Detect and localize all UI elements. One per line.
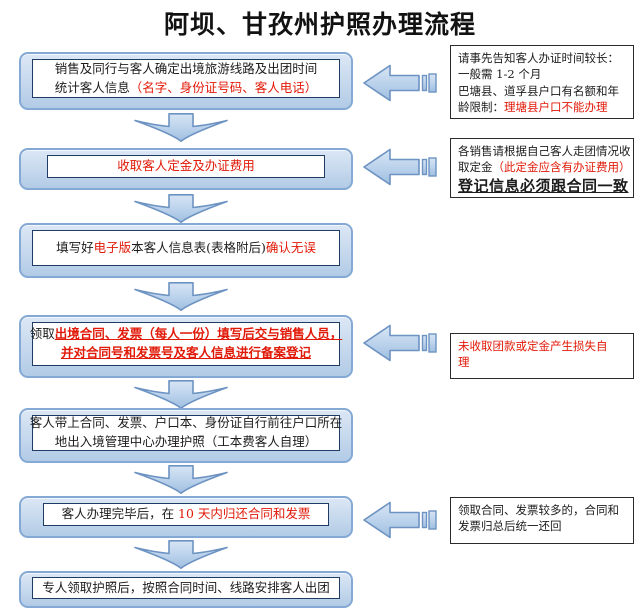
step-text-segment: 客人办理完毕后，在 [61, 506, 179, 522]
note-text-segment-red: 理塘县户口不能办理 [504, 99, 608, 114]
step-fill-form-inner: 填写好电子版本客人信息表(表格附后)确认无误 [32, 230, 340, 266]
left-arrow-icon [363, 324, 437, 362]
note-text-segment: 登记信息必须跟合同一致 [458, 176, 629, 195]
note-text-line: 取定金（此定金应含有办证费用） [458, 159, 631, 175]
note-text-segment: 各销售请根据自己客人走团情况收 [458, 144, 631, 158]
step-return-documents-inner: 客人办理完毕后，在 10 天内归还合同和发票 [43, 503, 329, 526]
left-arrow-icon [363, 64, 437, 102]
note-deposit-rule-box: 各销售请根据自己客人走团情况收 取定金（此定金应含有办证费用） 登记信息必须跟合… [450, 138, 634, 198]
note-text-line-emphasis: 登记信息必须跟合同一致 [458, 176, 629, 197]
step-text-segment-red: （名字、身份证号码、客人电话） [129, 79, 318, 95]
step-text-line: 客人办理完毕后，在 10 天内归还合同和发票 [62, 505, 311, 524]
note-text-line: 各销售请根据自己客人走团情况收 [458, 143, 631, 159]
step-text-line: 销售及同行与客人确定出境旅游线路及出团时间 [55, 60, 318, 79]
step-text-segment-red: 收取客人定金及办证费用 [117, 158, 255, 174]
down-arrow-icon [134, 113, 228, 142]
step-text-line: 客人带上合同、发票、户口本、身份证自行前往户口所在 [30, 414, 343, 433]
step-text-line: 专人领取护照后，按照合同时间、线路安排客人出团 [42, 579, 330, 598]
note-text-segment: 发票归总后统一还回 [458, 519, 562, 534]
note-text-line: 龄限制：理塘县户口不能办理 [458, 99, 626, 115]
note-return-batch-box: 领取合同、发票较多的，合同和 发票归总后统一还回 [450, 497, 634, 544]
note-text-segment: 龄限制： [458, 99, 504, 114]
step-text-segment-red: 10 天内归还合同和发票 [178, 506, 311, 522]
step-collect-deposit-inner: 收取客人定金及办证费用 [47, 155, 325, 178]
step-arrange-departure-inner: 专人领取护照后，按照合同时间、线路安排客人出团 [32, 577, 340, 599]
step-text-segment: 领取 [29, 326, 55, 342]
step-text-line: 并对合同号和发票号及客人信息进行备案登记 [61, 344, 311, 363]
step-text-segment-red: 并对合同号和发票号及客人信息进行备案登记 [60, 345, 311, 360]
step-text-segment-red: 确认无误 [265, 239, 316, 255]
note-text-line: 请事先告知客人办证时间较长： [458, 50, 626, 66]
step-confirm-route-inner: 销售及同行与客人确定出境旅游线路及出团时间 统计客人信息（名字、身份证号码、客人… [32, 59, 340, 98]
step-contract-invoice-box: 领取出境合同、发票（每人一份）填写后交与销售人员， 并对合同号和发票号及客人信息… [19, 315, 353, 378]
left-arrow-icon [363, 148, 437, 186]
note-text-line: 理 [458, 354, 626, 370]
note-text-segment: 巴塘县、道孚县户口有名额和年 [458, 83, 619, 98]
step-text-segment: 填写好 [56, 239, 94, 255]
step-text-line: 统计客人信息（名字、身份证号码、客人电话） [55, 79, 318, 98]
note-text-segment-red: 未收取团款或定金产生损失自 [458, 339, 608, 353]
note-text-segment: 请事先告知客人办证时间较长： [458, 51, 619, 65]
step-text-segment: 专人领取护照后，按照合同时间、线路安排客人出团 [42, 579, 330, 595]
step-apply-passport-box: 客人带上合同、发票、户口本、身份证自行前往户口所在 地出入境管理中心办理护照（工… [19, 408, 353, 463]
down-arrow-icon [134, 194, 228, 223]
step-text-segment: 本客人信息表(表格附后) [131, 239, 266, 255]
step-text-segment: 销售及同行与客人确定出境旅游线路及出团时间 [54, 60, 318, 76]
down-arrow-icon [134, 282, 228, 311]
step-text-segment: 统计客人信息 [54, 79, 130, 95]
note-text-line: 一般需 1-2 个月 [458, 66, 626, 82]
down-arrow-icon [134, 465, 228, 494]
step-text-segment-red: 出境合同、发票（每人一份）填写后交与销售人员， [54, 326, 343, 342]
step-text-line: 收取客人定金及办证费用 [117, 157, 255, 176]
step-fill-form-box: 填写好电子版本客人信息表(表格附后)确认无误 [19, 223, 353, 278]
note-text-segment: 一般需 1-2 个月 [458, 67, 542, 82]
left-arrow-icon [363, 501, 437, 539]
note-text-line: 未收取团款或定金产生损失自 [458, 338, 626, 354]
step-collect-deposit-box: 收取客人定金及办证费用 [19, 148, 353, 190]
step-apply-passport-inner: 客人带上合同、发票、户口本、身份证自行前往户口所在 地出入境管理中心办理护照（工… [30, 414, 343, 452]
step-text-line: 领取出境合同、发票（每人一份）填写后交与销售人员， [30, 325, 343, 344]
note-text-line: 巴塘县、道孚县户口有名额和年 [458, 83, 626, 99]
down-arrow-icon [134, 540, 228, 569]
note-text-segment-red: （此定金应含有办证费用） [492, 160, 631, 175]
step-contract-invoice-inner: 领取出境合同、发票（每人一份）填写后交与销售人员， 并对合同号和发票号及客人信息… [30, 322, 343, 366]
step-text-segment: 客人带上合同、发票、户口本、身份证自行前往户口所在 [29, 415, 343, 431]
step-arrange-departure-box: 专人领取护照后，按照合同时间、线路安排客人出团 [19, 571, 353, 608]
step-text-segment-red: 电子版 [93, 239, 132, 255]
note-text-line: 发票归总后统一还回 [458, 518, 626, 534]
note-loss-liability-box: 未收取团款或定金产生损失自 理 [450, 333, 634, 379]
note-text-segment-red: 理 [458, 355, 470, 370]
note-text-line: 领取合同、发票较多的，合同和 [458, 502, 626, 518]
step-text-segment: 地出入境管理中心办理护照（工本费客人自理） [54, 434, 318, 449]
step-text-line: 填写好电子版本客人信息表(表格附后)确认无误 [56, 239, 316, 258]
down-arrow-icon [134, 380, 228, 409]
step-confirm-route-box: 销售及同行与客人确定出境旅游线路及出团时间 统计客人信息（名字、身份证号码、客人… [19, 52, 353, 110]
note-text-segment: 取定金 [458, 160, 493, 175]
note-processing-time-box: 请事先告知客人办证时间较长： 一般需 1-2 个月 巴塘县、道孚县户口有名额和年… [450, 45, 634, 119]
step-return-documents-box: 客人办理完毕后，在 10 天内归还合同和发票 [19, 496, 353, 538]
step-text-line: 地出入境管理中心办理护照（工本费客人自理） [55, 433, 318, 452]
note-text-segment: 领取合同、发票较多的，合同和 [458, 503, 619, 517]
page-title: 阿坝、甘孜州护照办理流程 [163, 10, 476, 39]
